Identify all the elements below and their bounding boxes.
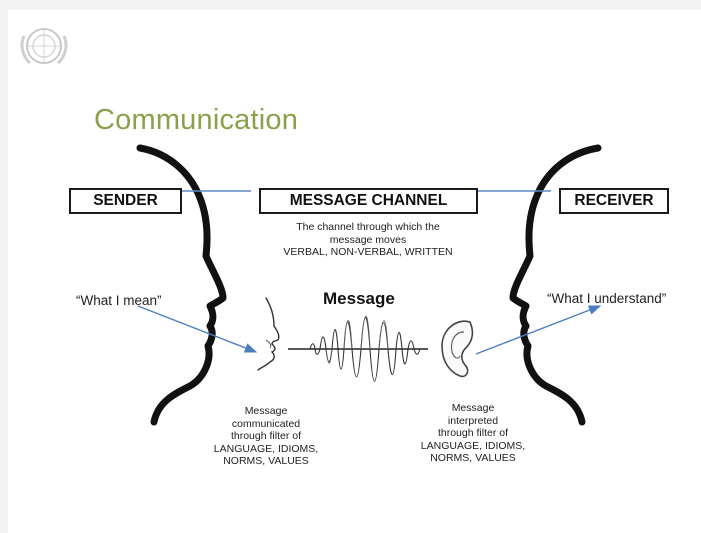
sender-filter-line: LANGUAGE, IDIOMS, bbox=[213, 442, 319, 455]
quote-what-i-mean: “What I mean” bbox=[76, 293, 162, 308]
message-label: Message bbox=[323, 289, 395, 308]
receiver-filter-line: NORMS, VALUES bbox=[430, 452, 516, 464]
un-emblem-logo bbox=[20, 28, 68, 65]
sender-filter-line: NORMS, VALUES bbox=[223, 455, 309, 467]
sender-filter-line: through filter of bbox=[230, 430, 302, 442]
slide: Communication SENDER MESSAGE CHANNEL REC… bbox=[8, 10, 701, 533]
channel-description-line: message moves bbox=[329, 233, 407, 246]
sound-wave bbox=[288, 315, 428, 382]
sender-filter-description: Message communicated through filter of L… bbox=[201, 405, 331, 468]
sender-filter-line: Message bbox=[244, 405, 288, 417]
ear-sketch bbox=[441, 320, 474, 378]
receiver-filter-line: LANGUAGE, IDIOMS, bbox=[420, 439, 526, 452]
sender-box: SENDER bbox=[69, 188, 182, 214]
channel-description: The channel through which the message mo… bbox=[258, 221, 478, 259]
receiver-filter-line: Message bbox=[451, 402, 495, 414]
quote-what-i-understand: “What I understand” bbox=[547, 291, 667, 306]
arrow-what-i-understand bbox=[475, 305, 602, 355]
receiver-filter-line: through filter of bbox=[437, 427, 509, 439]
receiver-head-silhouette bbox=[509, 144, 602, 426]
sender-head-silhouette bbox=[136, 144, 227, 426]
message-channel-box: MESSAGE CHANNEL bbox=[259, 188, 478, 214]
receiver-box: RECEIVER bbox=[559, 188, 669, 214]
receiver-filter-line: interpreted bbox=[447, 414, 499, 427]
channel-description-line: VERBAL, NON-VERBAL, WRITTEN bbox=[283, 246, 453, 258]
talking-face-sketch bbox=[257, 297, 280, 371]
slide-title: Communication bbox=[94, 104, 299, 136]
diagram-art bbox=[136, 144, 602, 426]
sender-filter-line: communicated bbox=[231, 417, 301, 430]
channel-description-line: The channel through which the bbox=[296, 221, 440, 233]
arrow-what-i-mean bbox=[137, 305, 258, 353]
receiver-filter-description: Message interpreted through filter of LA… bbox=[408, 402, 538, 465]
